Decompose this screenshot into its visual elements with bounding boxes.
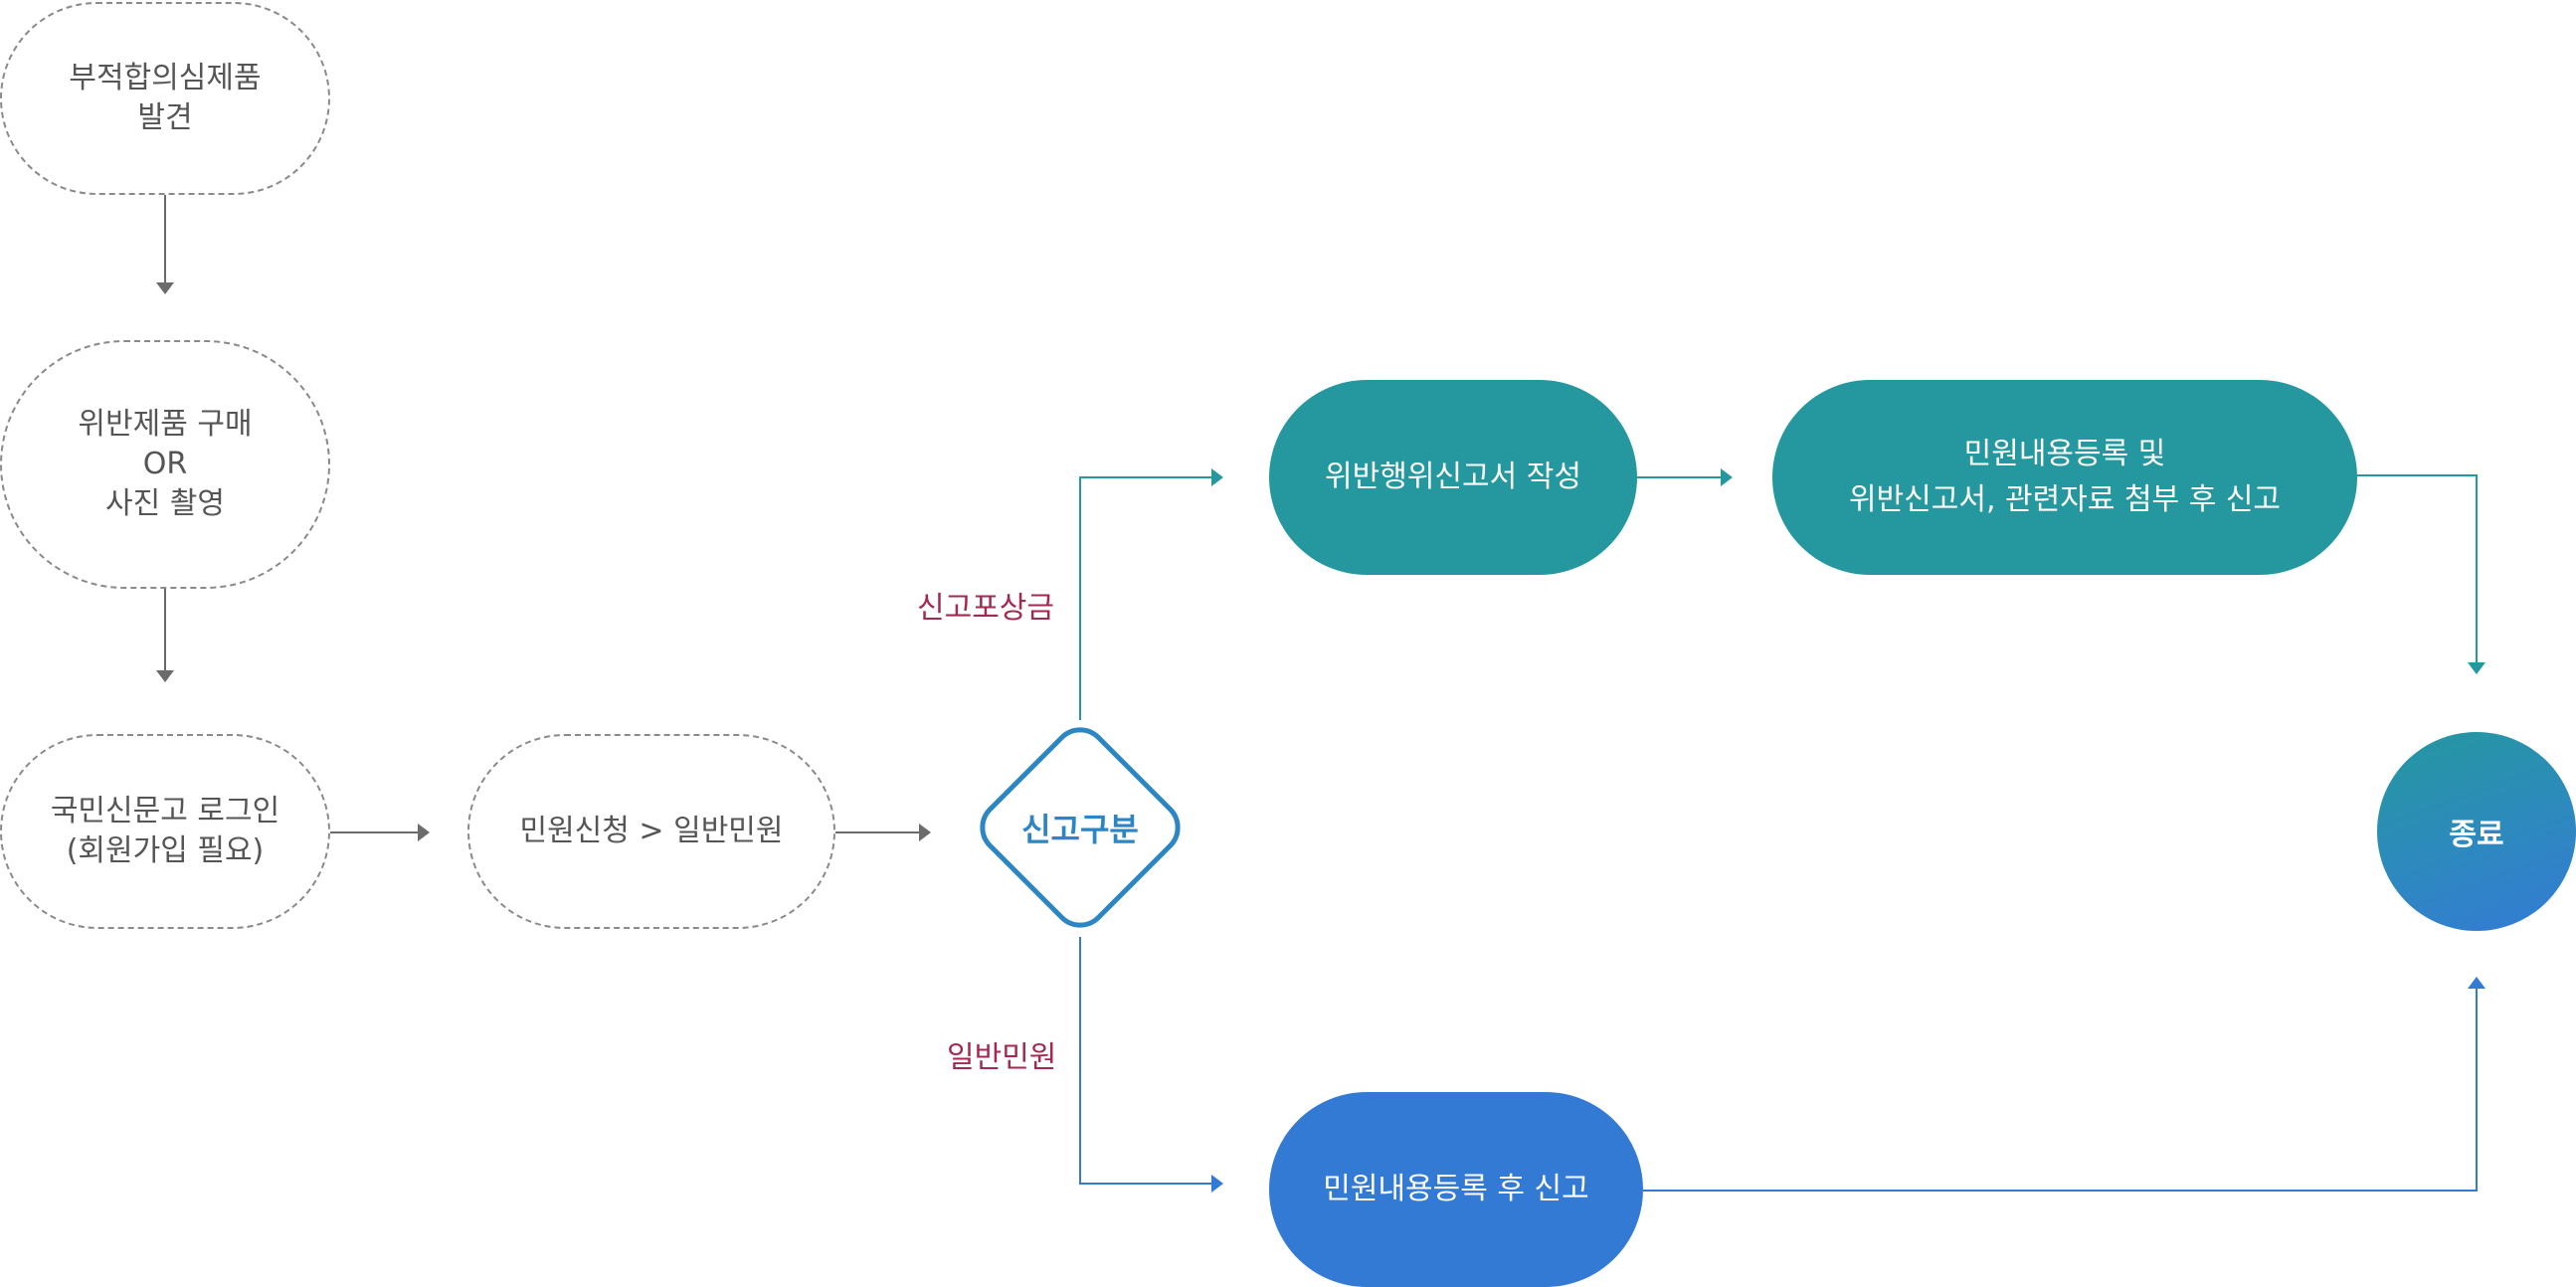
step-purchase-line2: OR [142, 447, 188, 481]
decision-label: 신고구분 [991, 796, 1170, 859]
step-apply-label: 민원신청 > 일반민원 [519, 814, 784, 848]
step-purchase-line3: 사진 촬영 [105, 486, 225, 521]
arrow-login-to-apply [330, 824, 430, 841]
end-node: 종료 [2377, 732, 2576, 931]
arrow-purchase-to-login [156, 589, 174, 682]
step-purchase-node: 위반제품 구매 OR 사진 촬영 [0, 340, 330, 589]
step-register-report-node: 민원내용등록 후 신고 [1269, 1092, 1643, 1287]
arrow-discover-to-purchase [156, 195, 174, 294]
step-discover-line2: 발견 [137, 100, 193, 135]
decision-text: 신고구분 [1021, 811, 1139, 848]
branch-label-reward: 신고포상금 [917, 591, 1054, 626]
step-write-report-label: 위반행위신고서 작성 [1325, 460, 1581, 494]
step-apply-node: 민원신청 > 일반민원 [467, 734, 835, 929]
step-login-line2: (회원가입 필요) [66, 833, 265, 868]
end-label: 종료 [2449, 818, 2504, 852]
step-write-report-node: 위반행위신고서 작성 [1269, 380, 1637, 575]
step-purchase-line1: 위반제품 구매 [78, 407, 253, 442]
arrow-decision-to-write-report [1079, 468, 1223, 720]
arrow-register-attach-to-end [2357, 474, 2485, 674]
arrow-decision-to-register-report [1079, 937, 1223, 1193]
arrow-write-to-register-attach [1637, 468, 1733, 486]
branch-label-general: 일반민원 [947, 1040, 1057, 1075]
step-register-report-label: 민원내용등록 후 신고 [1323, 1172, 1589, 1206]
step-register-attach-line2: 위반신고서, 관련자료 첨부 후 신고 [1848, 482, 2282, 517]
step-discover-line1: 부적합의심제품 [69, 61, 262, 95]
step-login-line1: 국민신문고 로그인 [50, 794, 280, 828]
arrow-apply-to-decision [835, 824, 931, 841]
decision-diamond-shape [980, 727, 1181, 928]
step-login-node: 국민신문고 로그인 (회원가입 필요) [0, 734, 330, 929]
step-register-attach-line1: 민원내용등록 및 [1963, 437, 2166, 471]
arrow-register-report-to-end [1643, 977, 2485, 1192]
step-register-attach-node: 민원내용등록 및 위반신고서, 관련자료 첨부 후 신고 [1772, 380, 2357, 575]
step-discover-node: 부적합의심제품 발견 [0, 2, 330, 195]
